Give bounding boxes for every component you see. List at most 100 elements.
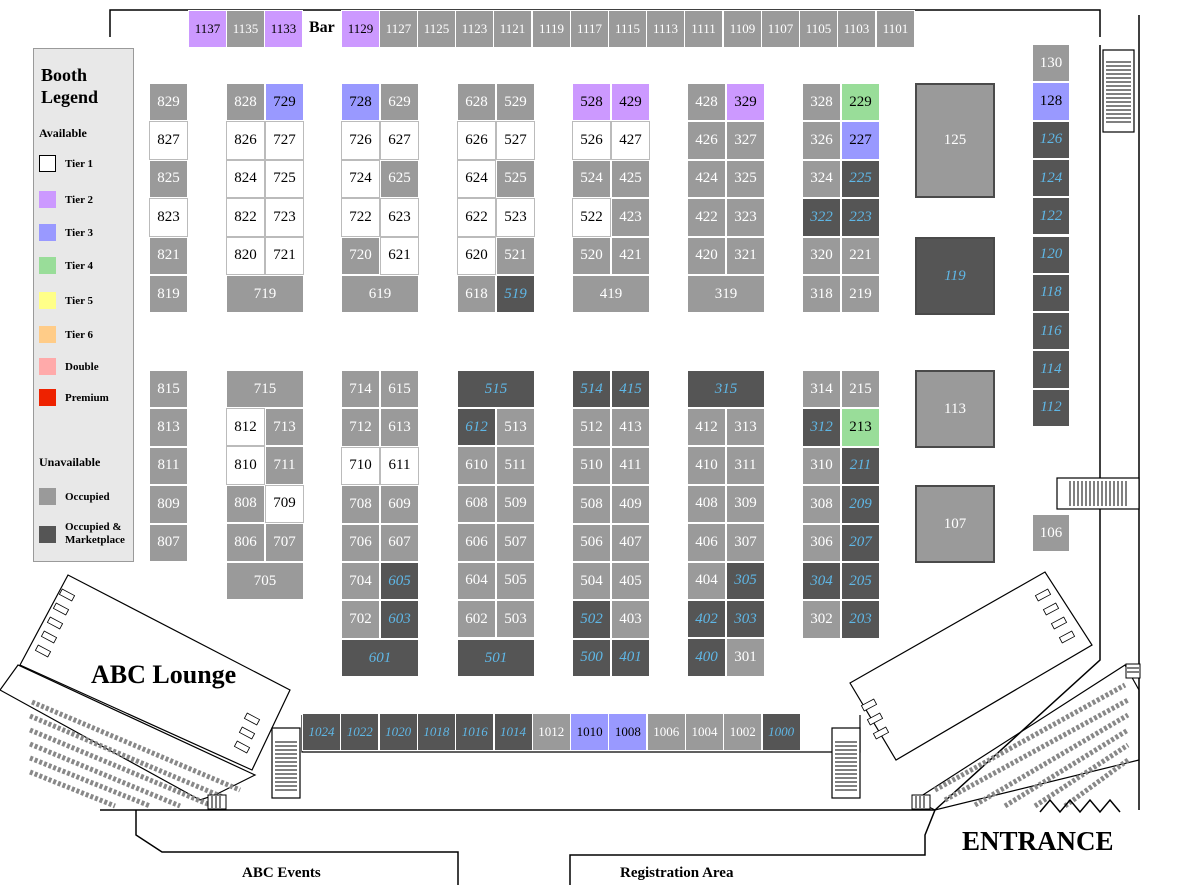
booth-1006[interactable]: 1006 bbox=[646, 713, 686, 751]
booth-307[interactable]: 307 bbox=[726, 523, 765, 562]
booth-815[interactable]: 815 bbox=[149, 370, 188, 409]
booth-711[interactable]: 711 bbox=[265, 446, 304, 485]
booth-219[interactable]: 219 bbox=[841, 275, 880, 314]
booth-627[interactable]: 627 bbox=[380, 121, 419, 160]
booth-523[interactable]: 523 bbox=[496, 198, 535, 237]
booth-826[interactable]: 826 bbox=[226, 121, 265, 160]
booth-829[interactable]: 829 bbox=[149, 83, 188, 122]
booth-313[interactable]: 313 bbox=[726, 408, 765, 447]
booth-502[interactable]: 502 bbox=[572, 600, 611, 639]
booth-729[interactable]: 729 bbox=[265, 83, 304, 122]
booth-301[interactable]: 301 bbox=[726, 638, 765, 677]
booth-122[interactable]: 122 bbox=[1032, 197, 1070, 236]
booth-511[interactable]: 511 bbox=[496, 446, 535, 485]
booth-612[interactable]: 612 bbox=[457, 408, 496, 447]
booth-400[interactable]: 400 bbox=[687, 638, 726, 677]
booth-503[interactable]: 503 bbox=[496, 600, 535, 639]
booth-720[interactable]: 720 bbox=[341, 236, 380, 275]
booth-126[interactable]: 126 bbox=[1032, 120, 1070, 159]
booth-809[interactable]: 809 bbox=[149, 485, 188, 524]
booth-1014[interactable]: 1014 bbox=[493, 713, 533, 751]
booth-215[interactable]: 215 bbox=[841, 370, 880, 409]
booth-825[interactable]: 825 bbox=[149, 159, 188, 199]
booth-425[interactable]: 425 bbox=[611, 159, 650, 199]
booth-1000[interactable]: 1000 bbox=[761, 713, 801, 751]
booth-312[interactable]: 312 bbox=[802, 408, 841, 447]
booth-221[interactable]: 221 bbox=[841, 236, 880, 275]
booth-1121[interactable]: 1121 bbox=[493, 10, 532, 48]
booth-118[interactable]: 118 bbox=[1032, 273, 1070, 313]
booth-727[interactable]: 727 bbox=[265, 121, 304, 160]
booth-604[interactable]: 604 bbox=[457, 561, 496, 600]
booth-114[interactable]: 114 bbox=[1032, 350, 1070, 389]
booth-626[interactable]: 626 bbox=[457, 121, 496, 160]
booth-725[interactable]: 725 bbox=[265, 159, 304, 199]
booth-404[interactable]: 404 bbox=[687, 561, 726, 600]
booth-1103[interactable]: 1103 bbox=[837, 10, 876, 48]
booth-309[interactable]: 309 bbox=[726, 484, 765, 524]
booth-1137[interactable]: 1137 bbox=[188, 10, 227, 48]
booth-625[interactable]: 625 bbox=[380, 159, 419, 199]
booth-306[interactable]: 306 bbox=[802, 523, 841, 562]
booth-619[interactable]: 619 bbox=[341, 275, 419, 313]
booth-719[interactable]: 719 bbox=[226, 275, 304, 313]
booth-320[interactable]: 320 bbox=[802, 236, 841, 275]
booth-402[interactable]: 402 bbox=[687, 600, 726, 639]
booth-608[interactable]: 608 bbox=[457, 484, 496, 524]
booth-1010[interactable]: 1010 bbox=[570, 713, 610, 751]
booth-410[interactable]: 410 bbox=[687, 446, 726, 485]
booth-813[interactable]: 813 bbox=[149, 408, 188, 447]
booth-205[interactable]: 205 bbox=[841, 562, 880, 601]
booth-1123[interactable]: 1123 bbox=[455, 10, 494, 48]
booth-515[interactable]: 515 bbox=[457, 370, 535, 408]
booth-824[interactable]: 824 bbox=[226, 159, 265, 199]
booth-321[interactable]: 321 bbox=[726, 236, 765, 275]
booth-610[interactable]: 610 bbox=[457, 446, 496, 485]
booth-508[interactable]: 508 bbox=[572, 485, 611, 524]
booth-1101[interactable]: 1101 bbox=[876, 10, 915, 48]
booth-821[interactable]: 821 bbox=[149, 236, 188, 275]
booth-1129[interactable]: 1129 bbox=[341, 10, 380, 48]
booth-319[interactable]: 319 bbox=[687, 275, 765, 313]
booth-819[interactable]: 819 bbox=[149, 275, 188, 314]
booth-500[interactable]: 500 bbox=[572, 638, 611, 678]
booth-522[interactable]: 522 bbox=[572, 198, 611, 237]
booth-310[interactable]: 310 bbox=[802, 446, 841, 486]
booth-521[interactable]: 521 bbox=[496, 236, 535, 275]
booth-714[interactable]: 714 bbox=[341, 370, 380, 409]
booth-1115[interactable]: 1115 bbox=[608, 10, 647, 48]
booth-116[interactable]: 116 bbox=[1032, 312, 1070, 351]
booth-623[interactable]: 623 bbox=[380, 198, 419, 237]
booth-1125[interactable]: 1125 bbox=[417, 10, 456, 48]
booth-1135[interactable]: 1135 bbox=[226, 10, 265, 48]
booth-107[interactable]: 107 bbox=[915, 485, 995, 563]
booth-524[interactable]: 524 bbox=[572, 159, 611, 199]
booth-326[interactable]: 326 bbox=[802, 121, 841, 160]
booth-706[interactable]: 706 bbox=[341, 523, 380, 562]
booth-413[interactable]: 413 bbox=[611, 408, 650, 447]
booth-1111[interactable]: 1111 bbox=[684, 10, 723, 48]
booth-424[interactable]: 424 bbox=[687, 159, 726, 199]
booth-611[interactable]: 611 bbox=[380, 446, 419, 486]
booth-607[interactable]: 607 bbox=[380, 523, 419, 562]
booth-227[interactable]: 227 bbox=[841, 121, 880, 160]
booth-405[interactable]: 405 bbox=[611, 562, 650, 601]
booth-120[interactable]: 120 bbox=[1032, 235, 1070, 274]
booth-420[interactable]: 420 bbox=[687, 236, 726, 275]
booth-710[interactable]: 710 bbox=[341, 446, 380, 486]
booth-613[interactable]: 613 bbox=[380, 408, 419, 447]
booth-726[interactable]: 726 bbox=[341, 121, 380, 160]
booth-602[interactable]: 602 bbox=[457, 600, 496, 639]
booth-622[interactable]: 622 bbox=[457, 198, 496, 237]
booth-1018[interactable]: 1018 bbox=[416, 713, 456, 751]
booth-810[interactable]: 810 bbox=[226, 446, 265, 485]
booth-808[interactable]: 808 bbox=[226, 484, 265, 524]
booth-318[interactable]: 318 bbox=[802, 275, 841, 314]
booth-806[interactable]: 806 bbox=[226, 523, 265, 562]
booth-412[interactable]: 412 bbox=[687, 408, 726, 447]
booth-601[interactable]: 601 bbox=[341, 639, 419, 677]
booth-512[interactable]: 512 bbox=[572, 408, 611, 447]
booth-401[interactable]: 401 bbox=[611, 638, 650, 678]
booth-713[interactable]: 713 bbox=[265, 408, 304, 447]
booth-712[interactable]: 712 bbox=[341, 408, 380, 447]
